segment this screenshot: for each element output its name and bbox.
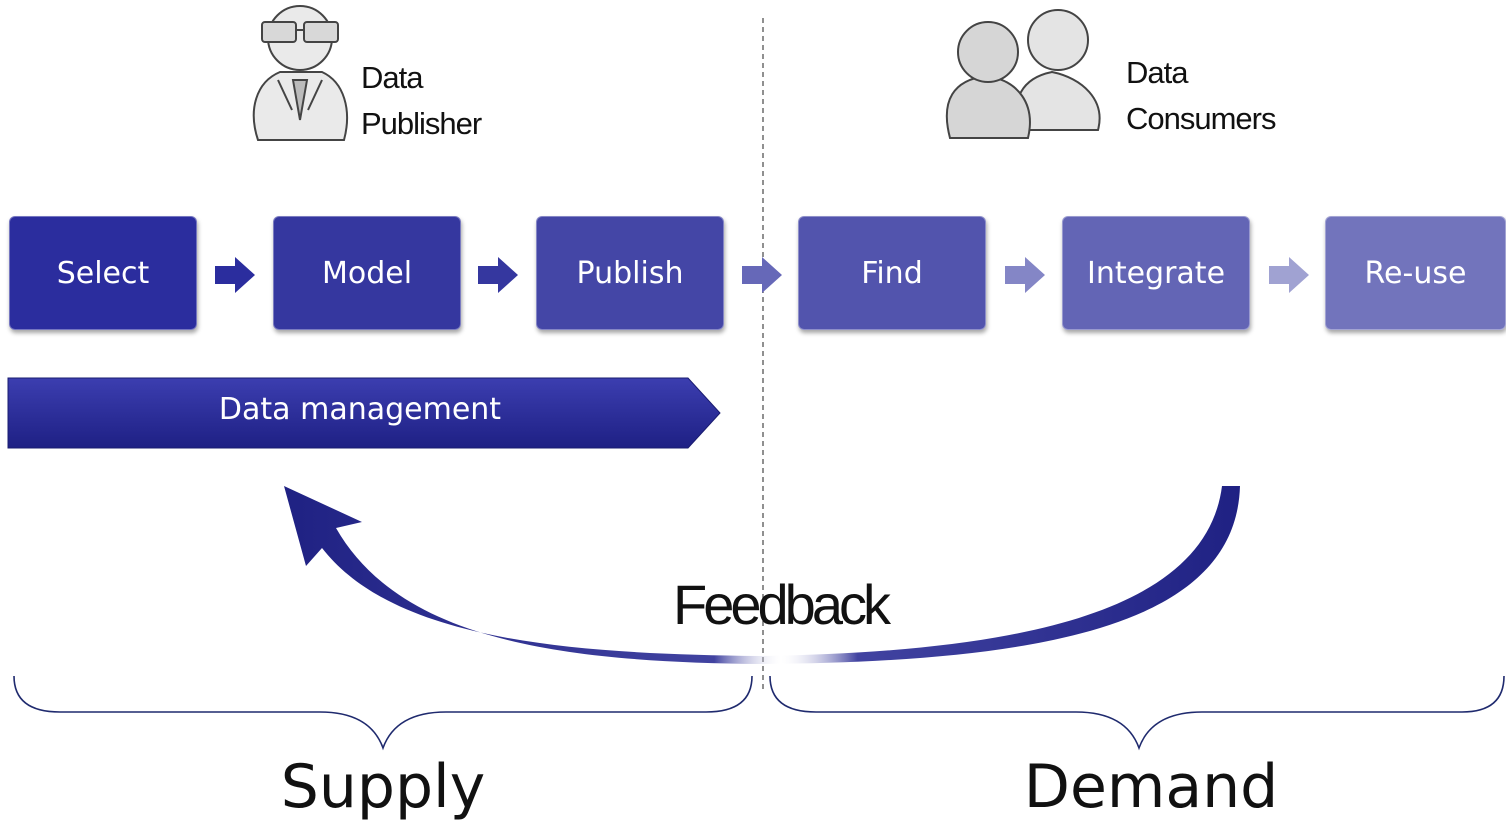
consumers-label-line2: Consumers: [1126, 101, 1276, 136]
publisher-label-line1: Data: [361, 60, 423, 95]
step-label: Model: [321, 255, 413, 291]
step-label: Integrate: [1086, 255, 1226, 291]
step-integrate: Integrate: [1062, 216, 1250, 330]
supply-brace: [13, 675, 753, 751]
step-publish: Publish: [536, 216, 724, 330]
consumers-label: Data Consumers: [1126, 50, 1276, 142]
data-management-label: Data management: [218, 392, 502, 427]
feedback-label: Feedback: [673, 573, 891, 636]
step-label: Select: [56, 255, 150, 291]
arrow-right-icon: [1005, 257, 1045, 293]
data-management-arrow: [7, 377, 721, 449]
demand-label: Demand: [1023, 752, 1279, 822]
consumers-label-line1: Data: [1126, 55, 1188, 90]
demand-brace: [769, 675, 1505, 751]
step-label: Publish: [576, 255, 684, 291]
step-label: Find: [861, 255, 923, 291]
arrow-right-icon: [742, 257, 782, 293]
step-select: Select: [9, 216, 197, 330]
publisher-icon: [252, 5, 348, 141]
consumers-icon: [945, 9, 1101, 139]
supply-label: Supply: [280, 752, 486, 822]
step-reuse: Re-use: [1325, 216, 1506, 330]
publisher-label-line2: Publisher: [361, 106, 482, 141]
publisher-label: Data Publisher: [361, 55, 482, 147]
step-find: Find: [798, 216, 986, 330]
arrow-right-icon: [478, 257, 518, 293]
arrow-right-icon: [1269, 257, 1309, 293]
step-model: Model: [273, 216, 461, 330]
step-label: Re-use: [1364, 255, 1467, 291]
arrow-right-icon: [215, 257, 255, 293]
